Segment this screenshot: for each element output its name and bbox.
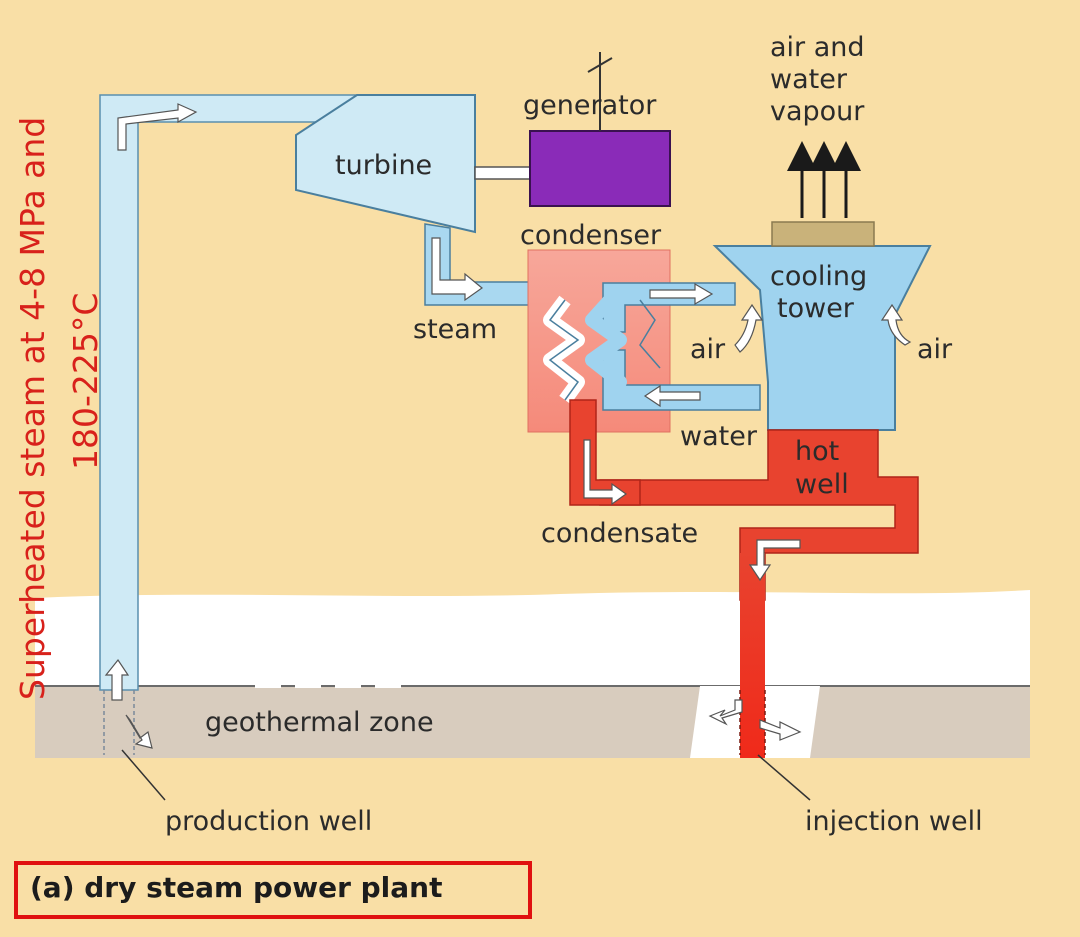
ground-layer <box>35 590 1030 688</box>
turbine <box>295 94 476 234</box>
caption-box <box>14 861 532 919</box>
generator-label: generator <box>523 90 657 121</box>
hot-well-label-line1: hot <box>795 436 839 467</box>
air-left-label: air <box>690 334 726 365</box>
production-well-label: production well <box>165 806 372 837</box>
annotation-line1: Superheated steam at 4-8 MPa and <box>13 117 52 700</box>
cooling-tower-label-line2: tower <box>777 293 855 324</box>
steam-label: steam <box>413 314 497 345</box>
vapour-label-line2: water <box>770 64 848 95</box>
cooling-tower-fan <box>771 221 875 247</box>
cooling-water-pipe-bottom <box>602 349 761 411</box>
condenser-coil-water <box>585 295 627 404</box>
flow-arrows <box>104 103 912 749</box>
hot-well-label-line2: well <box>795 469 849 500</box>
vapour-label-line3: vapour <box>770 96 865 127</box>
vapour-label-line1: air and <box>770 32 865 63</box>
injection-well-leader <box>757 754 811 801</box>
generator <box>529 130 671 207</box>
turbine-label: turbine <box>335 150 432 181</box>
production-well-leader <box>121 749 166 801</box>
air-right-label: air <box>917 334 953 365</box>
geothermal-zone-band <box>35 686 1030 758</box>
annotation-line2: 180-225°C <box>66 293 105 470</box>
condenser-label: condenser <box>520 220 662 251</box>
turbine-shaft <box>474 166 531 180</box>
water-label: water <box>680 421 758 452</box>
generator-symbol-icon <box>587 52 613 80</box>
condensate-label: condensate <box>541 518 698 549</box>
caption: (a) dry steam power plant <box>30 871 443 904</box>
cooling-tower-label-line1: cooling <box>770 261 867 292</box>
geothermal-zone-label: geothermal zone <box>205 707 434 738</box>
injection-well-label: injection well <box>805 806 983 837</box>
